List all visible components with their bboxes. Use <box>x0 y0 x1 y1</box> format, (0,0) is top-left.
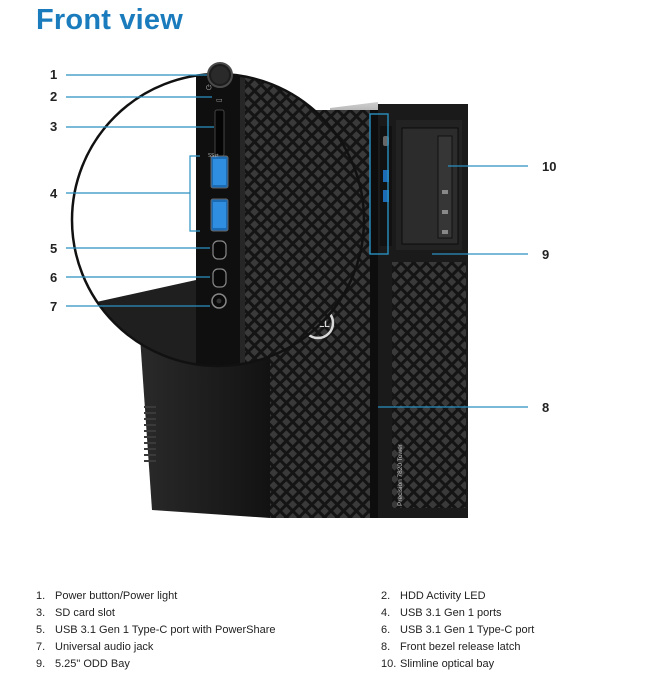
legend-item: 3.SD card slot <box>36 607 115 619</box>
front-view-figure: DELL Precision 7820 Tower ⏻ ▭ <box>0 40 672 570</box>
svg-text:⏻: ⏻ <box>206 84 212 92</box>
callout-6: 6 <box>50 270 58 285</box>
legend-item: 7.Universal audio jack <box>36 641 154 653</box>
legend-item: 1.Power button/Power light <box>36 590 178 602</box>
legend-item: 6.USB 3.1 Gen 1 Type-C port <box>381 624 535 636</box>
legend-item: 4.USB 3.1 Gen 1 ports <box>381 607 502 619</box>
legend-item: 2.HDD Activity LED <box>381 590 486 602</box>
model-label: Precision 7820 Tower <box>397 443 404 506</box>
callout-7: 7 <box>50 299 58 314</box>
page-title: Front view <box>36 4 184 36</box>
callout-8: 8 <box>542 400 550 415</box>
svg-text:SS⇄: SS⇄ <box>208 153 219 159</box>
callout-9: 9 <box>542 247 550 262</box>
svg-text:▭: ▭ <box>216 96 223 104</box>
callout-lines <box>66 74 528 408</box>
legend-item: 10.Slimline optical bay <box>381 658 495 670</box>
callout-2: 2 <box>50 89 58 104</box>
callout-4: 4 <box>50 186 58 201</box>
io-highlight-box <box>369 113 389 255</box>
callout-1: 1 <box>50 67 58 82</box>
legend-item: 5.USB 3.1 Gen 1 Type-C port with PowerSh… <box>36 624 276 636</box>
callout-3: 3 <box>50 119 58 134</box>
legend-item: 8.Front bezel release latch <box>381 641 521 653</box>
callout-10: 10 <box>542 159 557 174</box>
callout-5: 5 <box>50 241 58 256</box>
computer-illustration: DELL Precision 7820 Tower ⏻ ▭ <box>66 62 528 518</box>
legend-item: 9.5.25" ODD Bay <box>36 658 130 670</box>
legend: 1.Power button/Power light 2.HDD Activit… <box>36 588 656 672</box>
